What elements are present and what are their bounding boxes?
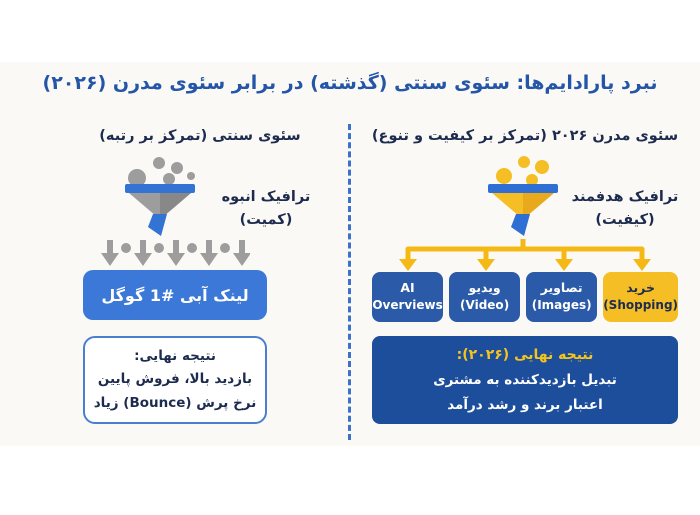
traditional-result-line2: بازدید بالا، فروش پایین: [97, 371, 253, 388]
channel-ai-line1: AI: [400, 280, 415, 296]
channel-box-shopping: خرید (Shopping): [603, 272, 679, 322]
traditional-funnel-icon: [125, 157, 195, 236]
traditional-column-header: سئوی سنتی (تمرکز بر رتبه): [99, 128, 301, 144]
channel-row: AI Overviews ویدیو (Video) تصاویر (Image…: [372, 272, 679, 322]
modern-funnel-icon: [488, 156, 558, 236]
google-rank-one-box: لینک آبی #1 گوگل: [83, 270, 267, 320]
channel-box-ai-overviews: AI Overviews: [372, 272, 444, 322]
modern-result-line2: تبدیل بازدیدکننده به مشتری: [433, 372, 617, 389]
targeted-traffic-label: ترافیک هدفمند (کیفیت): [570, 186, 680, 232]
channel-images-line2: (Images): [531, 298, 592, 313]
channel-video-line1: ویدیو: [468, 280, 501, 296]
traditional-result-heading: نتیجه نهایی:: [134, 347, 216, 364]
column-divider: [348, 124, 351, 440]
page-title: نبرد پارادایم‌ها: سئوی سنتی (گذشته) در ب…: [42, 72, 658, 94]
targeted-traffic-label-line2: (کیفیت): [595, 212, 655, 229]
targeted-traffic-label-line1: ترافیک هدفمند: [571, 189, 679, 205]
modern-result-line3: اعتبار برند و رشد درآمد: [447, 396, 603, 413]
mass-traffic-label: ترافیک انبوه (کمیت): [210, 186, 322, 232]
modern-column-header: سئوی مدرن ۲۰۲۶ (تمرکز بر کیفیت و تنوع): [371, 128, 679, 144]
modern-result-box: نتیجه نهایی (۲۰۲۶): تبدیل بازدیدکننده به…: [372, 336, 678, 424]
traditional-result-line3: نرخ پرش (Bounce) زیاد: [93, 394, 257, 411]
traditional-result-box: نتیجه نهایی: بازدید بالا، فروش پایین نرخ…: [83, 336, 267, 424]
mass-traffic-label-line1: ترافیک انبوه: [221, 189, 311, 205]
channel-branch-connector-icon: [399, 239, 651, 271]
mass-traffic-arrows-icon: [101, 240, 250, 266]
channel-video-line2: (Video): [460, 298, 510, 313]
channel-box-video: ویدیو (Video): [449, 272, 521, 322]
channel-shopping-line2: (Shopping): [603, 298, 679, 313]
channel-images-line1: تصاویر: [540, 280, 583, 296]
mass-traffic-label-line2: (کمیت): [239, 212, 293, 229]
channel-box-images: تصاویر (Images): [526, 272, 598, 322]
channel-shopping-line1: خرید: [626, 280, 655, 296]
modern-result-heading: نتیجه نهایی (۲۰۲۶):: [456, 347, 594, 364]
channel-ai-line2: Overviews: [372, 298, 443, 313]
